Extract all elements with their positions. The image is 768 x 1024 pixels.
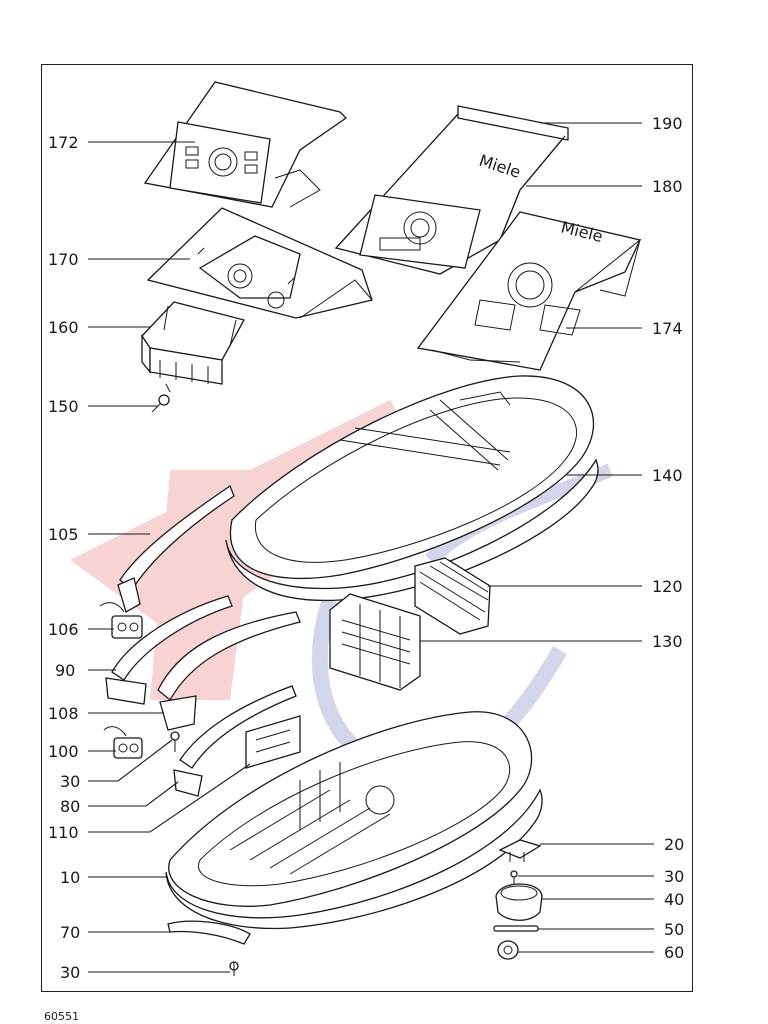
callout-100: 100 <box>48 742 116 761</box>
callout-50: 50 <box>538 920 684 939</box>
callout-174: 174 <box>566 319 683 338</box>
callout-label-108: 108 <box>48 704 79 723</box>
callout-150: 150 <box>48 397 158 416</box>
callout-label-90: 90 <box>55 661 75 680</box>
callout-label-30: 30 <box>664 867 684 886</box>
callout-170: 170 <box>48 250 190 269</box>
callout-110: 110 <box>48 763 251 842</box>
leader-line-110 <box>88 763 251 833</box>
callout-20: 20 <box>540 835 684 854</box>
part-106-switch <box>99 602 143 639</box>
callout-label-106: 106 <box>48 620 79 639</box>
drawing-code: 60551 <box>44 1010 79 1023</box>
callout-label-50: 50 <box>664 920 684 939</box>
callout-label-190: 190 <box>652 114 683 133</box>
callout-label-150: 150 <box>48 397 79 416</box>
leader-line-30 <box>88 739 173 782</box>
callout-label-110: 110 <box>48 823 79 842</box>
callout-30: 30 <box>518 867 684 886</box>
callout-label-100: 100 <box>48 742 79 761</box>
callout-120: 120 <box>488 577 683 596</box>
diagram-frame <box>41 64 693 992</box>
part-60-wheel <box>497 940 519 960</box>
part-172-dust-bag <box>143 81 348 208</box>
part-130-grille <box>329 593 421 691</box>
callout-106: 106 <box>48 620 114 639</box>
callout-label-140: 140 <box>652 466 683 485</box>
callout-40: 40 <box>542 890 684 909</box>
part-140-lid <box>225 375 599 602</box>
callout-label-160: 160 <box>48 318 79 337</box>
callout-label-60: 60 <box>664 943 684 962</box>
callout-30: 30 <box>60 739 173 791</box>
part-10-base-housing <box>165 711 543 930</box>
callout-label-10: 10 <box>60 868 80 887</box>
part-170-dust-bag <box>146 207 373 319</box>
callout-label-80: 80 <box>60 797 80 816</box>
callout-180: 180 <box>526 177 683 196</box>
callout-label-170: 170 <box>48 250 79 269</box>
part-150-screw <box>151 383 171 413</box>
callout-label-70: 70 <box>60 923 80 942</box>
callout-label-174: 174 <box>652 319 683 338</box>
callout-105: 105 <box>48 525 150 544</box>
callout-30: 30 <box>60 963 230 982</box>
part-50-axle <box>493 925 539 932</box>
part-30-screw-bottom <box>229 961 239 976</box>
part-110-bracket <box>245 715 301 769</box>
callout-130: 130 <box>420 632 683 651</box>
part-20-bracket <box>498 839 542 862</box>
part-30-screw-left <box>170 731 180 752</box>
part-40-wheel-housing <box>495 883 543 921</box>
callout-80: 80 <box>60 781 179 816</box>
callout-label-105: 105 <box>48 525 79 544</box>
part-90-handle <box>105 595 233 705</box>
callout-label-30: 30 <box>60 772 80 791</box>
callout-10: 10 <box>60 868 168 887</box>
callout-label-20: 20 <box>664 835 684 854</box>
callout-90: 90 <box>55 661 116 680</box>
callout-label-120: 120 <box>652 577 683 596</box>
leader-line-80 <box>88 781 179 807</box>
part-108-handle-cover <box>157 611 301 731</box>
callout-172: 172 <box>48 133 195 152</box>
callout-108: 108 <box>48 704 164 723</box>
callout-140: 140 <box>566 466 683 485</box>
callout-label-130: 130 <box>652 632 683 651</box>
callout-190: 190 <box>540 114 683 133</box>
part-160-bag-holder <box>141 301 245 385</box>
callout-label-40: 40 <box>664 890 684 909</box>
part-180-dust-bag: Miele <box>334 105 569 275</box>
callout-labels: 172 170 160 150 105 106 90 108 100 30 80 110 10 70 30 1… <box>48 114 684 982</box>
callout-label-180: 180 <box>652 177 683 196</box>
part-80-handle <box>173 685 297 797</box>
part-100-switch <box>103 726 143 759</box>
callout-70: 70 <box>60 923 172 942</box>
callout-60: 60 <box>518 943 684 962</box>
part-174-dust-bag: Miele <box>416 211 641 371</box>
part-70-cover <box>167 920 251 945</box>
callout-label-172: 172 <box>48 133 79 152</box>
part-105-handle <box>117 485 235 613</box>
part-120-filter <box>414 557 491 635</box>
callout-label-30: 30 <box>60 963 80 982</box>
callout-160: 160 <box>48 318 150 337</box>
